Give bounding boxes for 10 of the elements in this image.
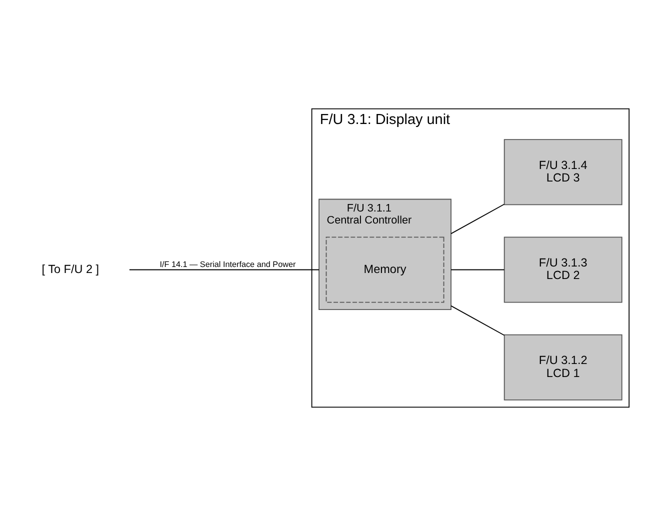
connector	[450, 268, 505, 270]
connector	[450, 304, 505, 336]
node-box: Memory	[326, 236, 444, 302]
connector	[128, 268, 320, 270]
connector	[450, 203, 505, 234]
node-box: F/U 3.1.4 LCD 3	[504, 138, 622, 205]
node-box: F/U 3.1.3 LCD 2	[504, 236, 622, 302]
node-box: F/U 3.1.2 LCD 1	[504, 334, 622, 400]
node-text: [ To F/U 2 ]	[42, 262, 100, 276]
edge-label: I/F 14.1 — Serial Interface and Power	[160, 260, 296, 269]
